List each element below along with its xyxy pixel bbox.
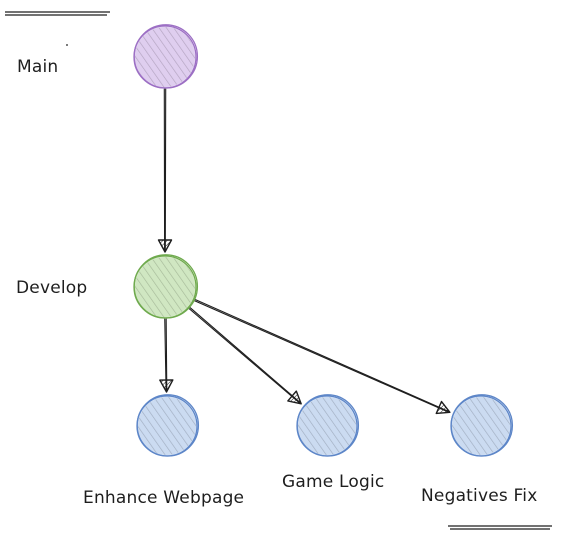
edge-develop-to-negatives [193, 298, 451, 415]
node-label-negatives-fix: Negatives Fix [421, 486, 538, 506]
node-label-game-logic: Game Logic [282, 472, 385, 492]
decorative-line-top [5, 11, 110, 16]
edge-main-to-develop [157, 88, 173, 253]
arrowhead [157, 239, 173, 253]
edge-develop-to-game [188, 306, 302, 405]
node-develop [133, 254, 199, 319]
node-label-enhance-webpage: Enhance Webpage [83, 488, 245, 508]
arrowhead [435, 400, 451, 415]
edge-develop-to-enhance [159, 318, 174, 393]
node-enhance [136, 394, 200, 457]
stray-dot [66, 44, 68, 46]
node-label-develop: Develop [16, 278, 88, 298]
node-label-main: Main [17, 57, 59, 77]
node-negatives [450, 394, 514, 457]
node-game [296, 394, 360, 457]
node-main [133, 24, 199, 89]
arrowhead [287, 390, 302, 405]
decorative-line-bottom [448, 525, 552, 530]
arrowhead [159, 379, 174, 393]
